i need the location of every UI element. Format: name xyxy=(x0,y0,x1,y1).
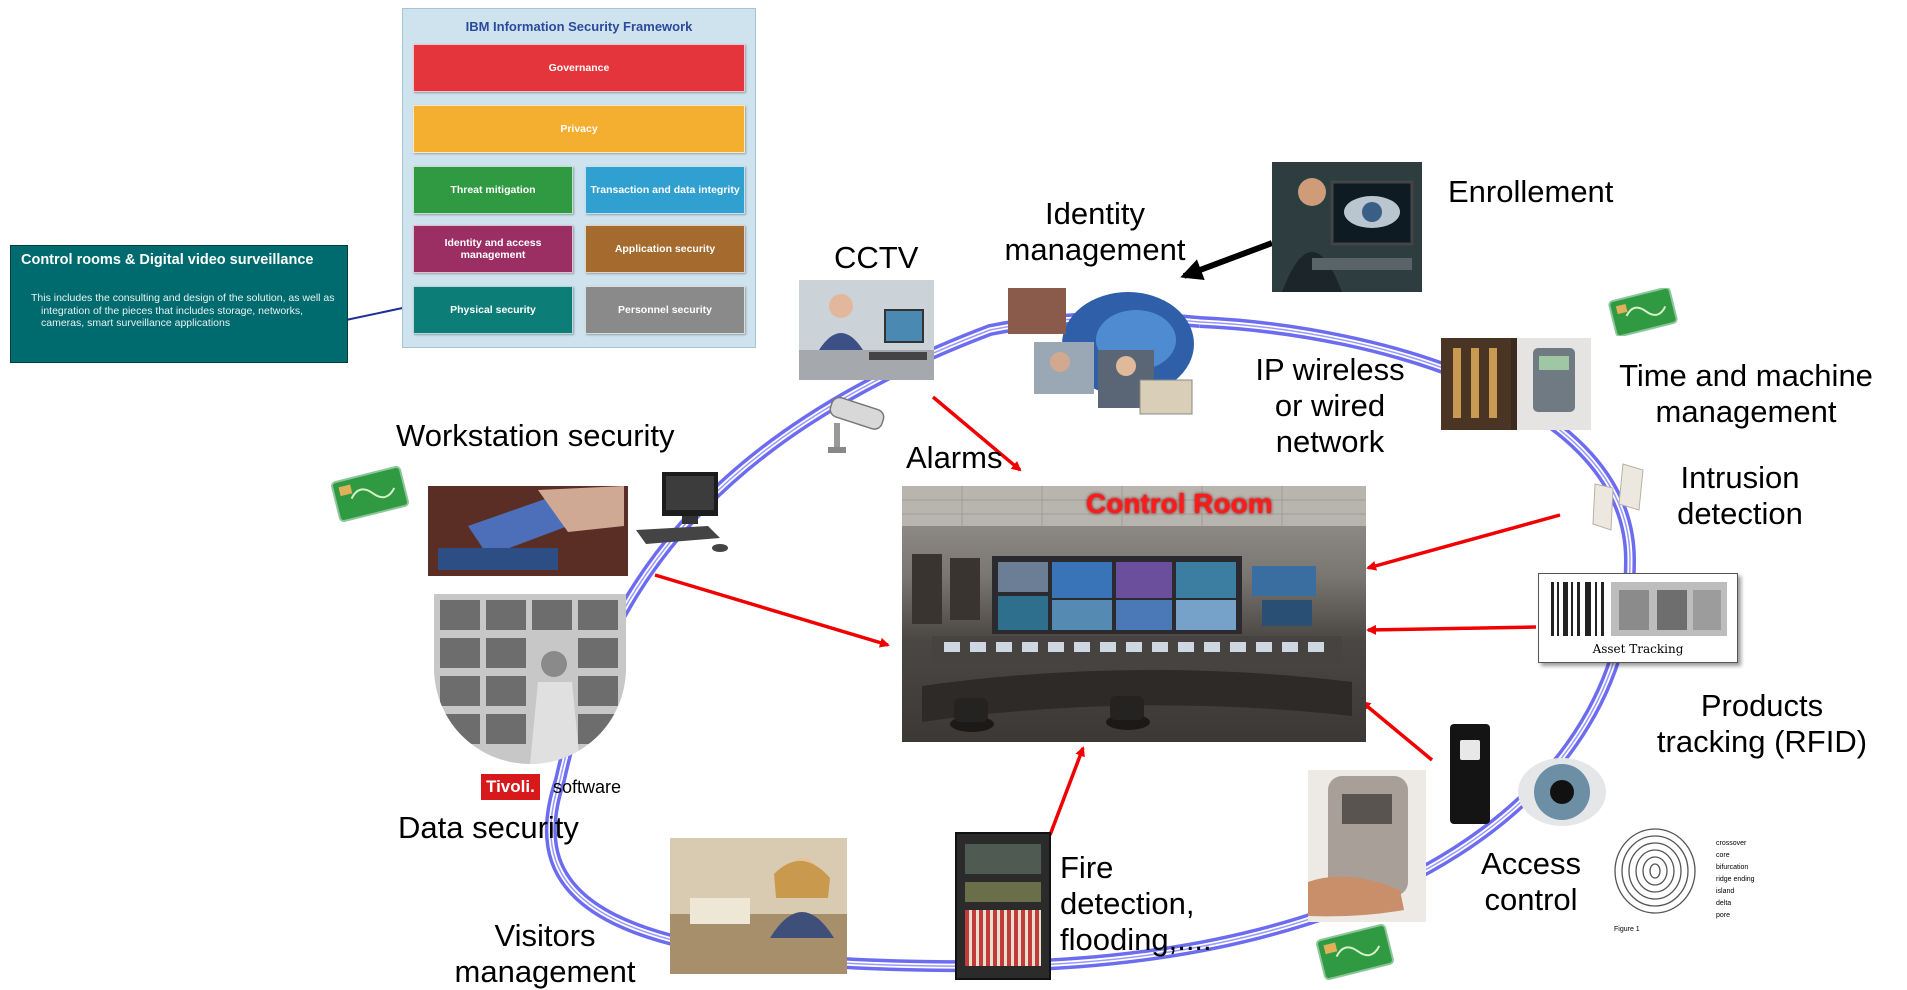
tivoli-brand: Tivoli. xyxy=(481,774,540,800)
label-network-line2: or wired xyxy=(1274,388,1386,423)
framework-physical-security: Physical security xyxy=(413,286,573,334)
framework-governance: Governance xyxy=(413,44,745,92)
label-data-security: Data security xyxy=(398,810,579,845)
label-time-machine: Time and machine management xyxy=(1594,358,1898,430)
framework-application-security: Application security xyxy=(585,225,745,273)
label-fire-line3: flooding,.... xyxy=(1060,922,1212,957)
arrow-intrusion xyxy=(1366,513,1561,571)
label-access-line1: Access xyxy=(1481,846,1581,881)
label-network-line3: network xyxy=(1275,424,1385,459)
fingerprint-term: pore xyxy=(1716,912,1731,919)
arrow-cctv xyxy=(931,395,1022,472)
fire-detection-panel xyxy=(955,832,1051,980)
label-fire-detection: Fire detection, flooding,.... xyxy=(1060,850,1212,958)
label-identity-management: Identity management xyxy=(988,196,1202,268)
iris-scan-icon xyxy=(1516,756,1608,828)
label-workstation-security: Workstation security xyxy=(396,418,675,453)
asset-tracking-card: Asset Tracking xyxy=(1538,573,1738,663)
label-network-line1: IP wireless xyxy=(1255,352,1405,387)
label-intrusion-line2: detection xyxy=(1677,496,1803,531)
asset-tracking-caption: Asset Tracking xyxy=(1592,642,1684,656)
label-identity-line2: management xyxy=(1004,232,1186,267)
label-products-tracking: Products tracking (RFID) xyxy=(1620,688,1904,760)
fingerprint-term: bifurcation xyxy=(1716,864,1749,871)
fingerprint-term: ridge ending xyxy=(1716,876,1755,883)
framework-personnel-security: Personnel security xyxy=(585,286,745,334)
label-enrollment: Enrollement xyxy=(1448,174,1614,209)
intrusion-detector-icon xyxy=(1585,460,1665,540)
fingerprint-caption: Figure 1 xyxy=(1614,926,1640,933)
label-fire-line1: Fire xyxy=(1060,850,1114,885)
enrollment-photo xyxy=(1272,162,1422,292)
control-room-scene xyxy=(902,486,1366,732)
arrow-asset-tracking xyxy=(1366,624,1537,635)
label-network: IP wireless or wired network xyxy=(1240,352,1420,460)
control-room-photo xyxy=(902,486,1366,742)
alarm-arrows xyxy=(654,395,1561,836)
label-access-control: Access control xyxy=(1456,846,1606,918)
tivoli-sub: software xyxy=(553,777,622,797)
workstation-computer-icon xyxy=(628,468,734,556)
label-alarms: Alarms xyxy=(906,440,1003,475)
data-security-photo xyxy=(434,594,626,764)
label-fire-line2: detection, xyxy=(1060,886,1195,921)
workstation-card-photo xyxy=(428,486,628,576)
label-intrusion: Intrusion detection xyxy=(1652,460,1828,532)
framework-transaction-integrity: Transaction and data integrity xyxy=(585,166,745,214)
rfid-card-icon xyxy=(1316,923,1394,981)
arrow-data-security xyxy=(654,573,890,648)
cctv-operator-photo xyxy=(799,280,934,380)
label-products-line2: tracking (RFID) xyxy=(1656,724,1868,759)
fingerprint-term: delta xyxy=(1716,900,1732,907)
label-identity-line1: Identity xyxy=(1045,196,1145,231)
label-access-line2: control xyxy=(1484,882,1578,917)
callout-title: Control rooms & Digital video surveillan… xyxy=(21,252,314,268)
label-products-line1: Products xyxy=(1700,688,1824,723)
framework-identity-access: Identity and access management xyxy=(413,225,573,273)
label-cctv: CCTV xyxy=(834,240,919,275)
label-time-line2: management xyxy=(1655,394,1837,429)
label-visitors-line2: management xyxy=(454,954,636,989)
arrow-fire xyxy=(1048,746,1085,836)
label-intrusion-line1: Intrusion xyxy=(1680,460,1800,495)
control-room-title: Control Room xyxy=(1086,488,1273,519)
framework-title: IBM Information Security Framework xyxy=(465,19,693,34)
arrow-enrollment xyxy=(1180,240,1274,280)
fingerprint-diagram: crossover core bifurcation ridge ending … xyxy=(1610,826,1780,940)
control-rooms-callout: Control rooms & Digital video surveillan… xyxy=(10,245,348,363)
visitors-reception-photo xyxy=(670,838,847,974)
fingerprint-term: crossover xyxy=(1716,840,1747,847)
security-framework-panel: IBM Information Security Framework Gover… xyxy=(402,8,756,348)
time-machine-photo xyxy=(1441,338,1591,430)
hand-scanner-photo xyxy=(1308,770,1426,922)
rfid-card-icon xyxy=(331,465,409,523)
framework-threat-mitigation: Threat mitigation xyxy=(413,166,573,214)
rfid-card-icon xyxy=(1608,286,1678,338)
arrow-access-control xyxy=(1360,700,1434,762)
identity-management-collage xyxy=(1008,280,1203,428)
label-time-line1: Time and machine xyxy=(1619,358,1873,393)
fingerprint-term: island xyxy=(1716,888,1735,895)
callout-connector xyxy=(345,305,413,321)
callout-body: This includes the consulting and design … xyxy=(31,292,335,329)
label-visitors-line1: Visitors xyxy=(494,918,596,953)
label-visitors-management: Visitors management xyxy=(430,918,660,990)
framework-privacy: Privacy xyxy=(413,105,745,153)
fingerprint-term: core xyxy=(1716,852,1730,859)
card-reader-photo xyxy=(1450,724,1490,824)
security-camera-icon xyxy=(816,393,890,457)
